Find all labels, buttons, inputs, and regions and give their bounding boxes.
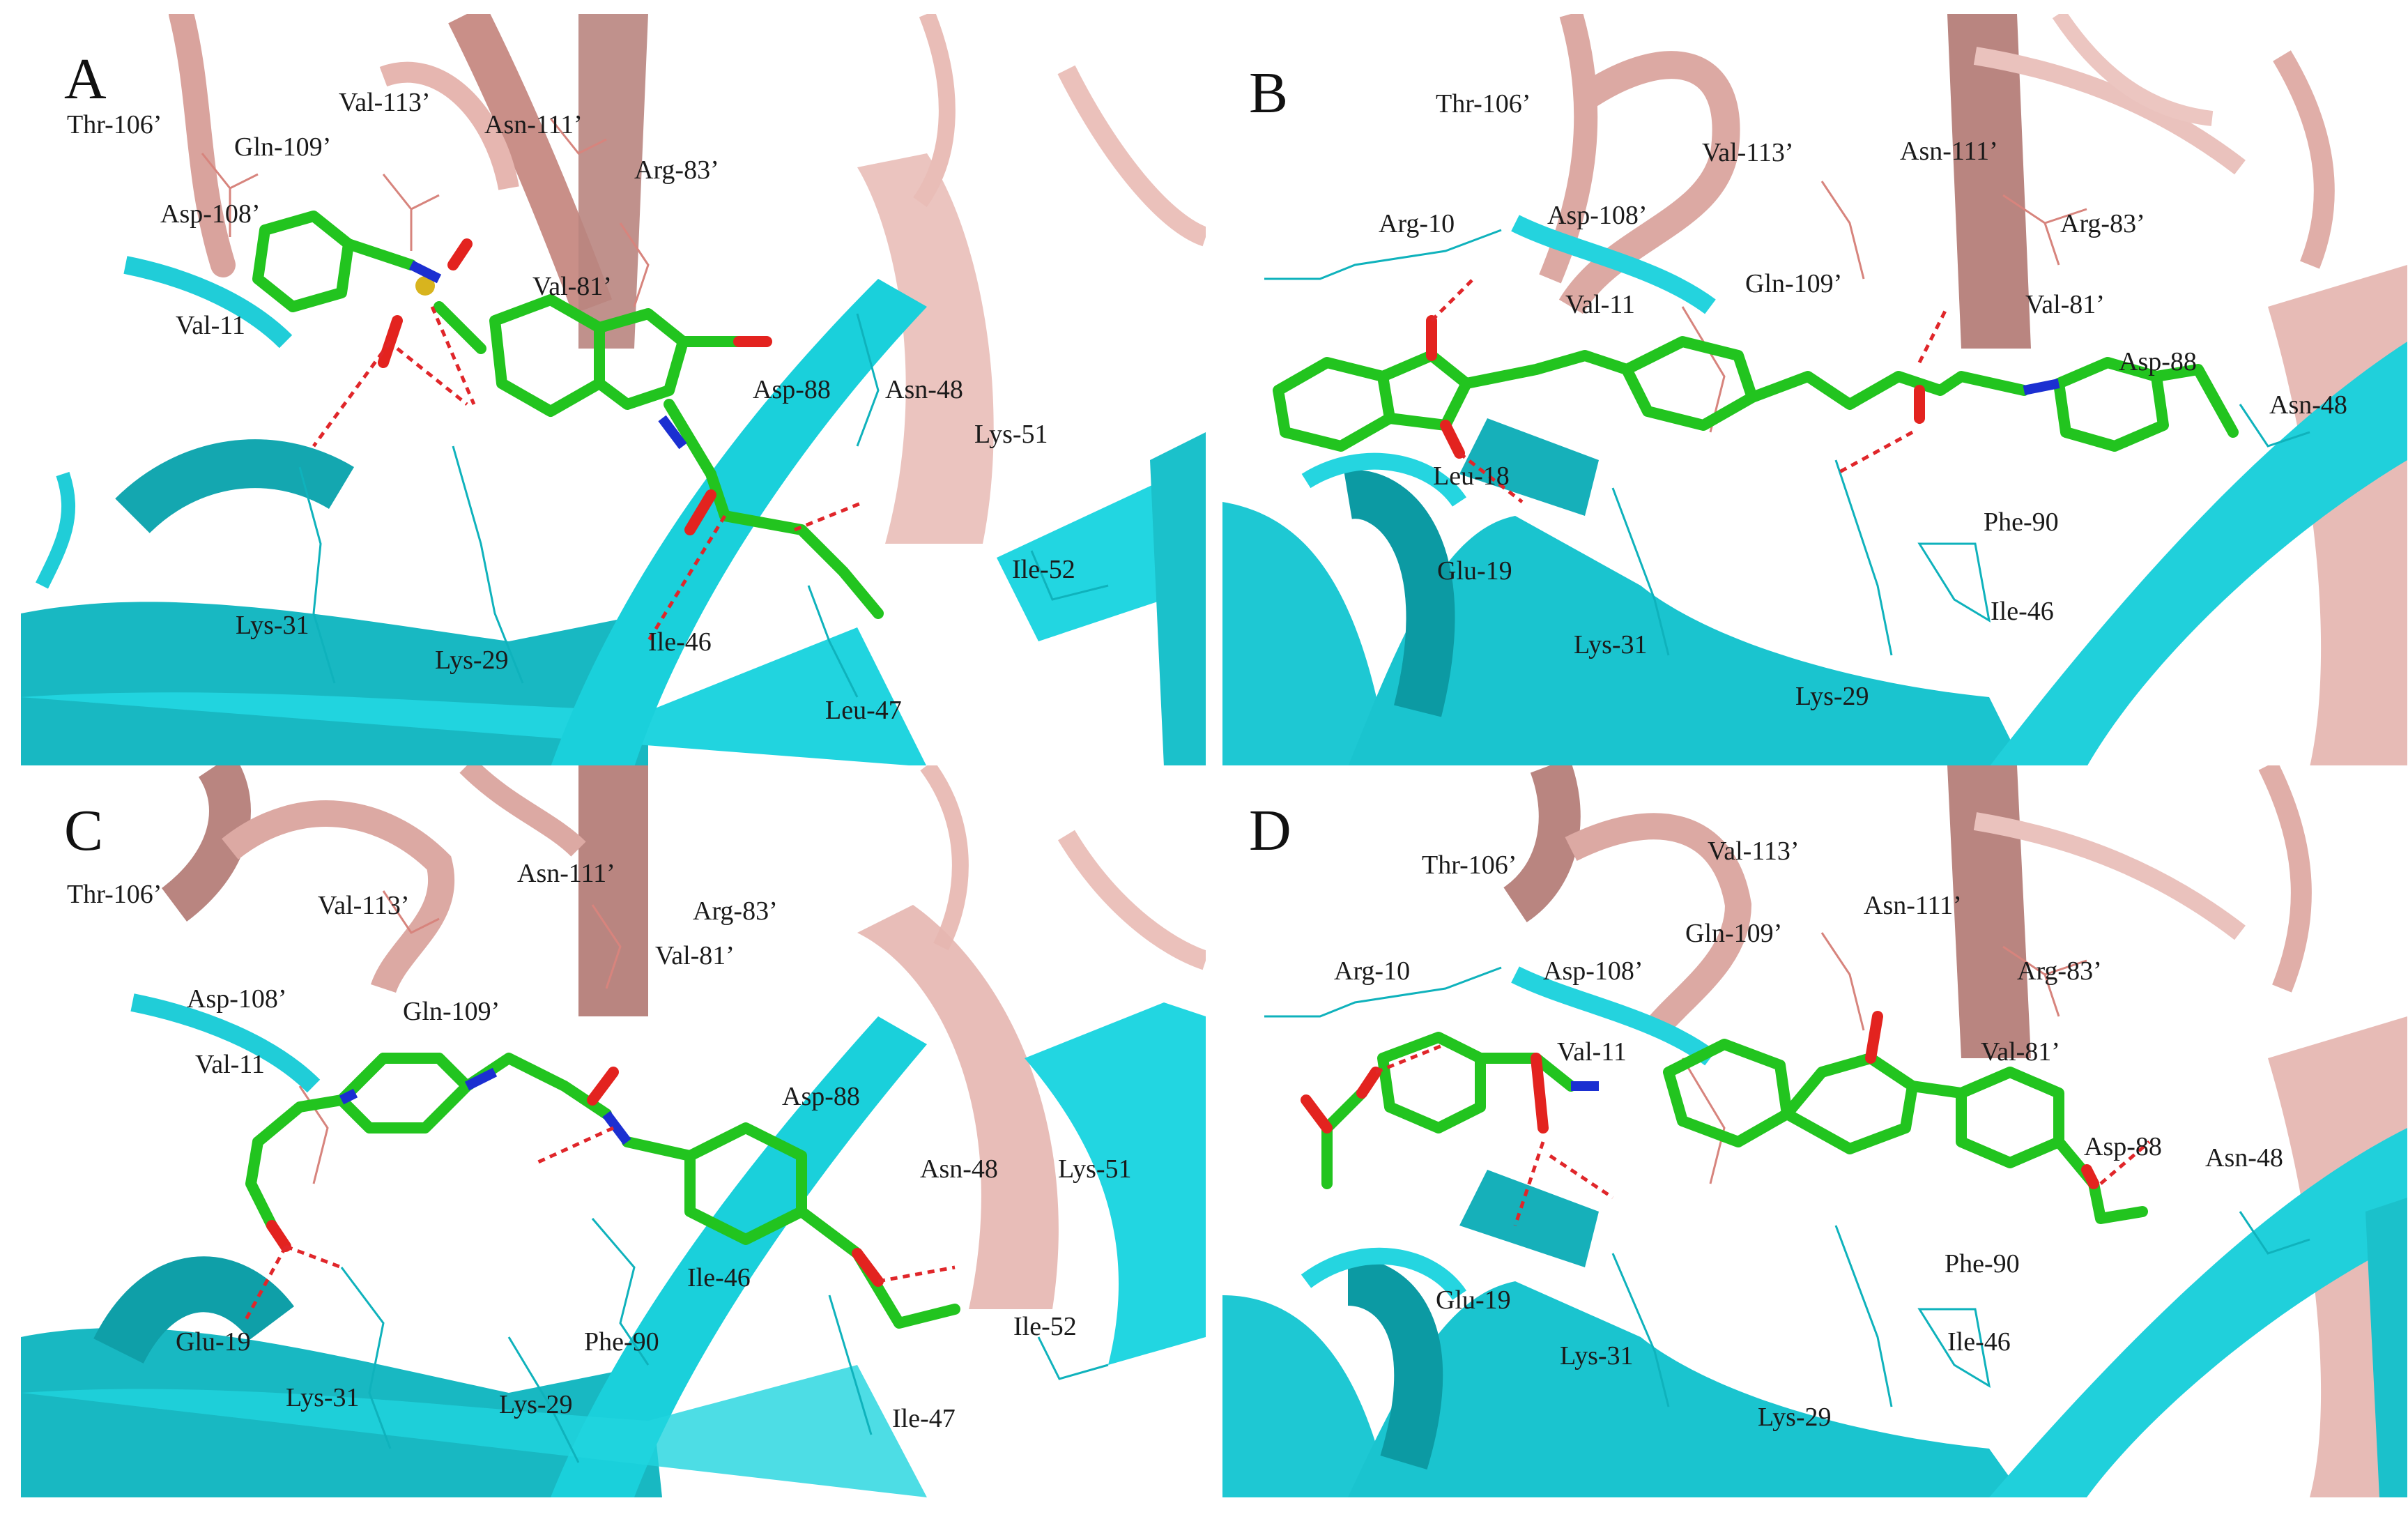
panel-a-render <box>21 14 1206 767</box>
residue-label: Val-81’ <box>532 272 612 301</box>
residue-label: Asp-108’ <box>160 199 261 229</box>
residue-label: Val-113’ <box>318 891 410 920</box>
panel-d-render <box>1222 765 2407 1497</box>
residue-label: Asn-48 <box>2205 1143 2283 1173</box>
residue-label: Phe-90 <box>1984 507 2059 537</box>
residue-label: Asp-88 <box>782 1082 860 1111</box>
residue-label: Phe-90 <box>584 1327 659 1357</box>
residue-label: Thr-106’ <box>1422 850 1517 880</box>
residue-label: Asp-108’ <box>187 984 287 1014</box>
panel-d: D Thr-106’ Val-113’ Gln-109’ Asn-111’ Ar… <box>1222 765 2407 1497</box>
residue-label: Asp-108’ <box>1543 956 1643 986</box>
residue-label: Lys-31 <box>1560 1341 1634 1371</box>
panel-b: B Thr-106’ Val-113’ Asn-111’ Arg-10 Asp-… <box>1222 14 2407 767</box>
panel-label: C <box>64 798 104 863</box>
residue-label: Ile-46 <box>687 1263 751 1292</box>
residue-label: Asn-111’ <box>517 859 615 888</box>
residue-label: Asn-111’ <box>1900 137 1998 166</box>
residue-label: Gln-109’ <box>1745 269 1843 298</box>
residue-label: Lys-29 <box>1795 682 1869 711</box>
panel-label: A <box>64 47 107 112</box>
residue-label: Asn-48 <box>2269 390 2347 420</box>
panel-label: D <box>1249 798 1291 863</box>
residue-label: Thr-106’ <box>1436 89 1531 119</box>
residue-label: Ile-46 <box>648 627 712 657</box>
residue-label: Thr-106’ <box>67 110 162 139</box>
residue-label: Lys-29 <box>435 646 509 675</box>
residue-label: Arg-83’ <box>2017 956 2102 986</box>
residue-label: Asn-111’ <box>1864 891 1962 920</box>
residue-label: Val-81’ <box>1981 1037 2060 1067</box>
residue-label: Lys-31 <box>1574 630 1648 659</box>
panel-a: A Thr-106’ Val-113’ Asn-111’ Gln-109’ Ar… <box>21 14 1206 767</box>
residue-label: Ile-47 <box>892 1404 956 1433</box>
residue-label: Lys-29 <box>1758 1403 1832 1432</box>
residue-label: Phe-90 <box>1945 1249 2020 1278</box>
residue-label: Glu-19 <box>176 1327 251 1357</box>
residue-label: Val-11 <box>195 1050 265 1079</box>
residue-label: Glu-19 <box>1437 556 1512 586</box>
residue-label: Leu-47 <box>825 696 902 725</box>
panel-c-render <box>21 765 1206 1497</box>
residue-label: Lys-51 <box>974 420 1048 449</box>
residue-label: Val-11 <box>1565 290 1635 319</box>
residue-label: Asn-111’ <box>484 110 583 139</box>
residue-label: Ile-46 <box>1947 1327 2011 1357</box>
residue-label: Arg-10 <box>1334 956 1411 986</box>
residue-label: Glu-19 <box>1436 1285 1511 1315</box>
residue-label: Val-81’ <box>655 941 735 970</box>
residue-label: Asp-88 <box>2084 1132 2162 1161</box>
residue-label: Gln-109’ <box>403 997 500 1026</box>
residue-label: Arg-83’ <box>693 896 778 926</box>
residue-label: Arg-10 <box>1379 209 1455 238</box>
residue-label: Lys-31 <box>236 611 309 640</box>
residue-label: Val-113’ <box>339 88 431 117</box>
residue-label: Gln-109’ <box>234 132 332 162</box>
residue-label: Val-113’ <box>1708 837 1800 866</box>
residue-label: Lys-31 <box>286 1383 360 1412</box>
residue-label: Leu-18 <box>1433 461 1510 491</box>
residue-label: Ile-52 <box>1012 555 1075 584</box>
residue-label: Ile-46 <box>1991 597 2054 626</box>
residue-label: Val-11 <box>176 311 245 340</box>
residue-label: Asn-48 <box>885 375 963 404</box>
residue-label: Lys-29 <box>499 1390 573 1419</box>
residue-label: Gln-109’ <box>1685 919 1783 948</box>
residue-label: Val-81’ <box>2025 290 2105 319</box>
residue-label: Val-113’ <box>1702 138 1794 167</box>
panel-b-render <box>1222 14 2407 767</box>
residue-label: Thr-106’ <box>67 880 162 909</box>
panel-c: C Thr-106’ Asn-111’ Val-113’ Arg-83’ Val… <box>21 765 1206 1497</box>
residue-label: Ile-52 <box>1013 1312 1077 1341</box>
residue-label: Asn-48 <box>920 1154 998 1184</box>
residue-label: Asp-88 <box>2119 347 2197 376</box>
panel-label: B <box>1249 61 1289 125</box>
residue-label: Arg-83’ <box>2060 209 2145 238</box>
residue-label: Lys-51 <box>1058 1154 1132 1184</box>
residue-label: Val-11 <box>1557 1037 1627 1067</box>
residue-label: Asp-88 <box>753 375 831 404</box>
residue-label: Asp-108’ <box>1547 201 1648 230</box>
residue-label: Arg-83’ <box>634 155 719 185</box>
